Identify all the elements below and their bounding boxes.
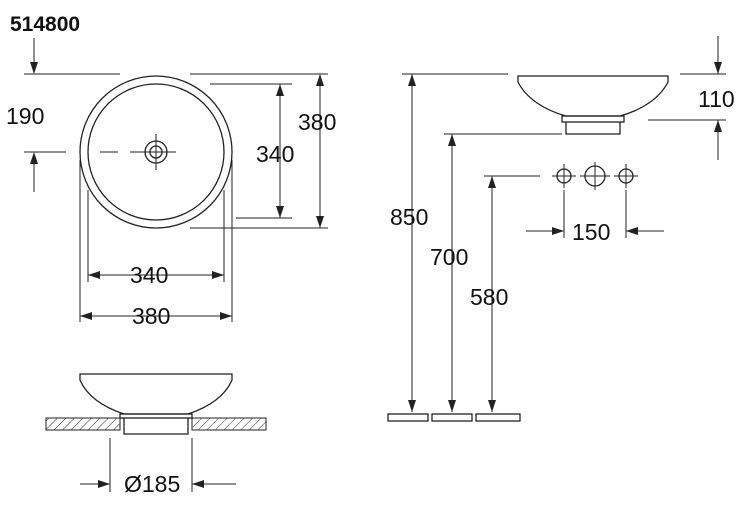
dim-850: 850 bbox=[390, 204, 428, 230]
countertop-left bbox=[45, 417, 121, 431]
basin-inner-bowl bbox=[87, 83, 225, 221]
dim-110: 110 bbox=[698, 86, 735, 112]
dim-700: 700 bbox=[430, 244, 468, 270]
basin-outer-rim bbox=[79, 75, 233, 229]
dim-380-horizontal: 380 bbox=[132, 303, 170, 329]
basin-side-profile bbox=[517, 75, 669, 117]
tap-hole-center bbox=[580, 162, 610, 190]
dim-diameter-185: Ø185 bbox=[124, 471, 180, 497]
countertop-right bbox=[191, 417, 267, 431]
tap-hole-left bbox=[552, 164, 576, 188]
floor-block-3 bbox=[475, 413, 521, 422]
floor-block-1 bbox=[387, 413, 429, 422]
basin-foot-lower bbox=[123, 418, 189, 435]
basin-side-foot bbox=[561, 115, 625, 123]
dim-340-vertical: 340 bbox=[256, 141, 294, 167]
article-number: 514800 bbox=[10, 13, 80, 36]
basin-foot bbox=[119, 413, 193, 419]
dim-340-horizontal: 340 bbox=[130, 262, 168, 288]
arrow-190-up bbox=[30, 152, 38, 164]
tap-hole-right bbox=[614, 164, 638, 188]
dim-150: 150 bbox=[572, 219, 610, 245]
basin-front-profile bbox=[79, 373, 233, 415]
front-view: Ø185 bbox=[45, 373, 267, 497]
side-view: 110 850 700 580 bbox=[387, 36, 735, 422]
arrow-190-down bbox=[30, 62, 38, 74]
top-view: 190 380 340 340 380 bbox=[6, 38, 336, 329]
floor-block-2 bbox=[431, 413, 473, 422]
dim-380-vertical: 380 bbox=[298, 109, 336, 135]
dim-580: 580 bbox=[470, 284, 508, 310]
dim-190: 190 bbox=[6, 103, 44, 129]
